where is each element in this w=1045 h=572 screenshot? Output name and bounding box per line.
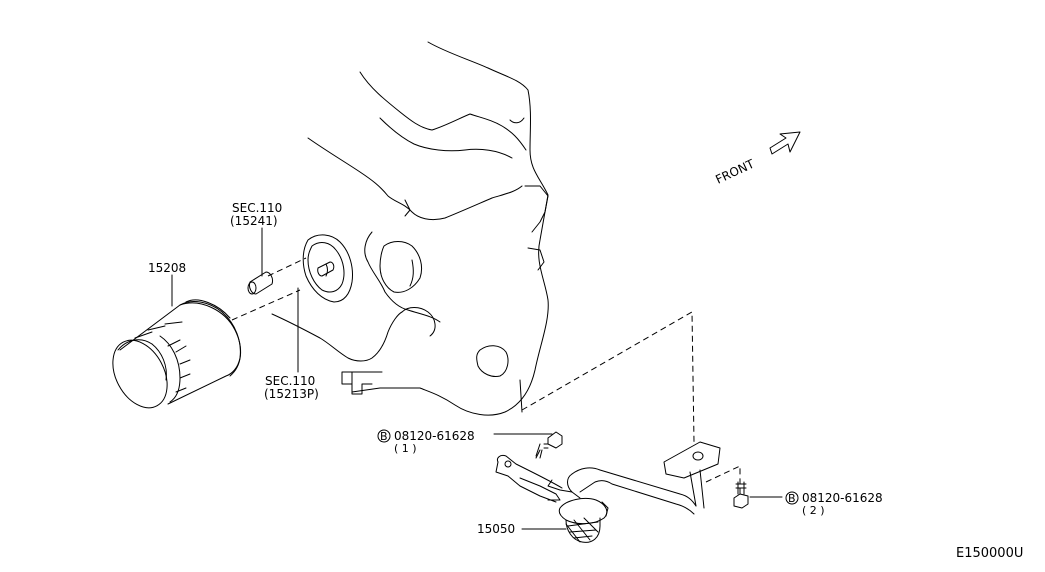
connector-15241: [247, 271, 273, 295]
oil-strainer: [495, 441, 721, 543]
engine-block-outline: [271, 41, 549, 416]
sec110-label-a: SEC.110: [232, 201, 282, 215]
part-15241-label: (15241): [230, 214, 278, 228]
assembly-dashed-lines: [231, 257, 741, 494]
part-15208-label: 15208: [148, 261, 186, 275]
bolt2-symbol: B: [788, 492, 796, 505]
bolt1-quantity: ( 1 ): [394, 442, 417, 455]
front-label: FRONT: [713, 156, 757, 186]
bolt-callout-1: B 08120-61628 ( 1 ): [377, 429, 475, 455]
bolt-upper: [535, 431, 563, 459]
diagram-code: E150000U: [956, 546, 1023, 561]
bolt1-part-number: 08120-61628: [394, 429, 475, 443]
front-arrow-icon: [769, 131, 801, 155]
part-15213p-label: (15213P): [264, 387, 319, 401]
oil-filter: [112, 299, 242, 409]
bolt2-quantity: ( 2 ): [802, 504, 825, 517]
bolt-callout-2: B 08120-61628 ( 2 ): [785, 491, 883, 517]
oil-filter-bracket: [302, 234, 353, 303]
part-15050-label: 15050: [477, 522, 515, 536]
sec110-label-b: SEC.110: [265, 374, 315, 388]
leader-lines: [171, 227, 783, 530]
bolt-lower: [733, 481, 749, 509]
bolt2-part-number: 08120-61628: [802, 491, 883, 505]
bolt1-symbol: B: [380, 430, 388, 443]
